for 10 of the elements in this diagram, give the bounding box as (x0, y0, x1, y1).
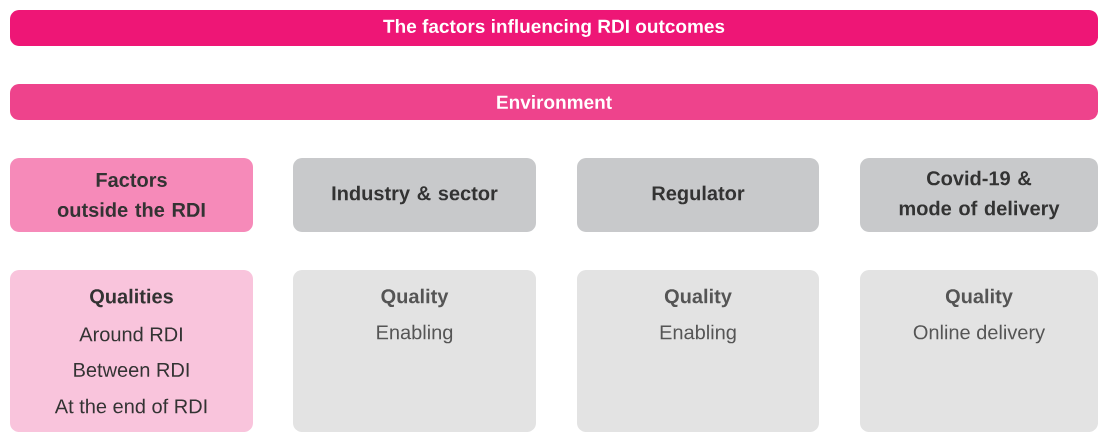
section-bar: Environment (10, 84, 1098, 120)
qualities-box: Quality Online delivery (860, 270, 1098, 432)
qualities-box: Quality Enabling (293, 270, 536, 432)
category-box: Regulator (577, 158, 819, 232)
qualities-box: Qualities Around RDI Between RDI At the end of RDI (10, 270, 253, 432)
title-bar: The factors influencing RDI outcomes (10, 10, 1098, 46)
category-box: Industry & sector (293, 158, 536, 232)
category-box: Factors outside the RDI (10, 158, 253, 232)
qualities-box: Quality Enabling (577, 270, 819, 432)
category-box: Covid-19 & mode of delivery (860, 158, 1098, 232)
